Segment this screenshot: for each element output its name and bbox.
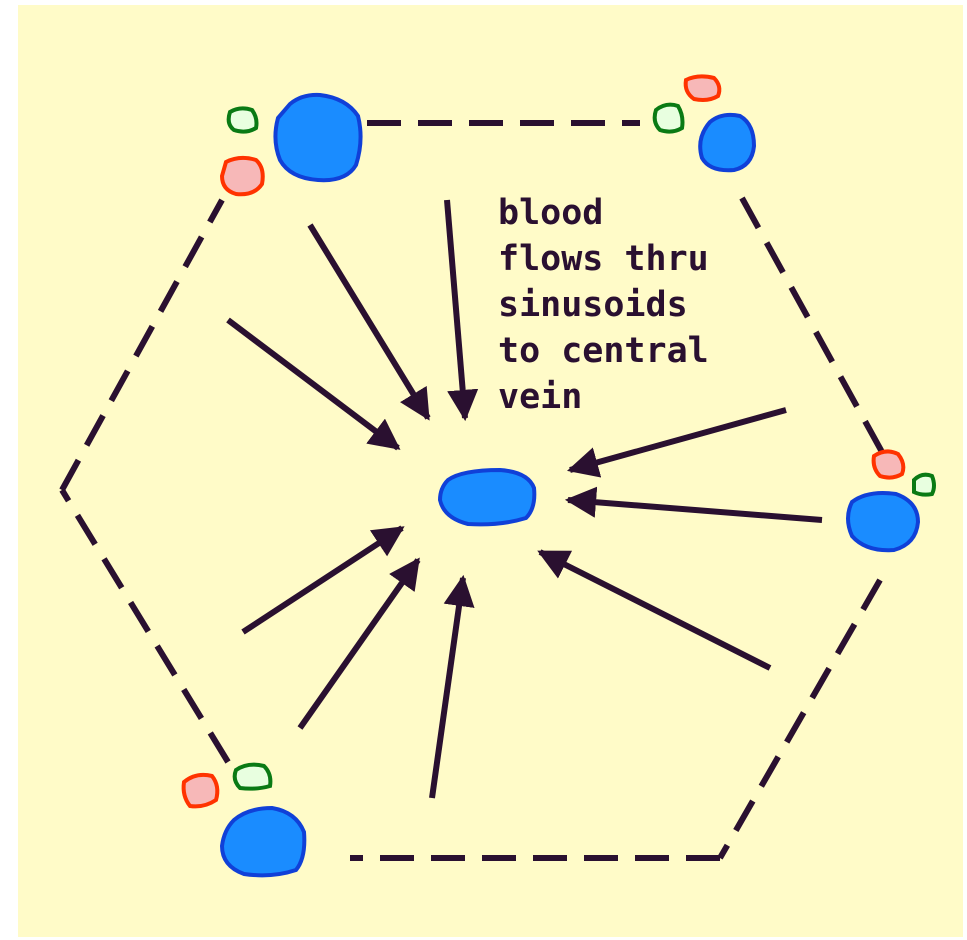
portal-vein-icon <box>846 491 921 553</box>
lobule-edge-lower-left <box>59 488 231 764</box>
flow-arrow <box>564 486 823 523</box>
portal-triad-bottom-left <box>181 762 307 878</box>
flow-arrow <box>307 223 431 421</box>
caption-line: to central <box>498 331 709 371</box>
caption-line: blood <box>498 193 603 233</box>
bile-duct-icon <box>232 762 273 791</box>
flow-arrows <box>226 199 823 799</box>
hepatic-artery-icon <box>181 772 220 809</box>
flow-arrow <box>226 317 401 451</box>
portal-vein-icon <box>698 112 757 173</box>
bile-duct-icon <box>912 472 936 497</box>
caption-line: vein <box>498 377 582 417</box>
caption-line: sinusoids <box>498 285 688 325</box>
lobule-outline <box>59 120 885 861</box>
flow-arrow <box>537 549 772 671</box>
flow-arrow <box>241 525 405 635</box>
flow-caption: blood flows thru sinusoids to central ve… <box>498 193 730 417</box>
hepatic-artery-icon <box>219 155 265 197</box>
bile-duct-icon <box>226 106 259 134</box>
flow-arrow <box>444 199 479 422</box>
flow-arrow <box>566 407 787 478</box>
portal-triad-right <box>846 449 936 553</box>
portal-vein-icon <box>273 92 363 183</box>
hepatic-artery-icon <box>871 449 906 480</box>
hepatic-artery-icon <box>683 74 722 102</box>
bile-duct-icon <box>652 102 685 134</box>
flow-arrow <box>429 574 475 799</box>
lobule-edge-lower-right <box>717 578 883 860</box>
central-vein-icon <box>437 467 537 527</box>
lobule-edge-upper-left <box>59 198 225 492</box>
flow-arrow <box>297 557 421 730</box>
caption-line: flows thru <box>498 239 709 279</box>
portal-triad-top-right <box>652 74 757 173</box>
portal-triad-top-left <box>219 92 363 197</box>
portal-vein-icon <box>219 805 307 878</box>
